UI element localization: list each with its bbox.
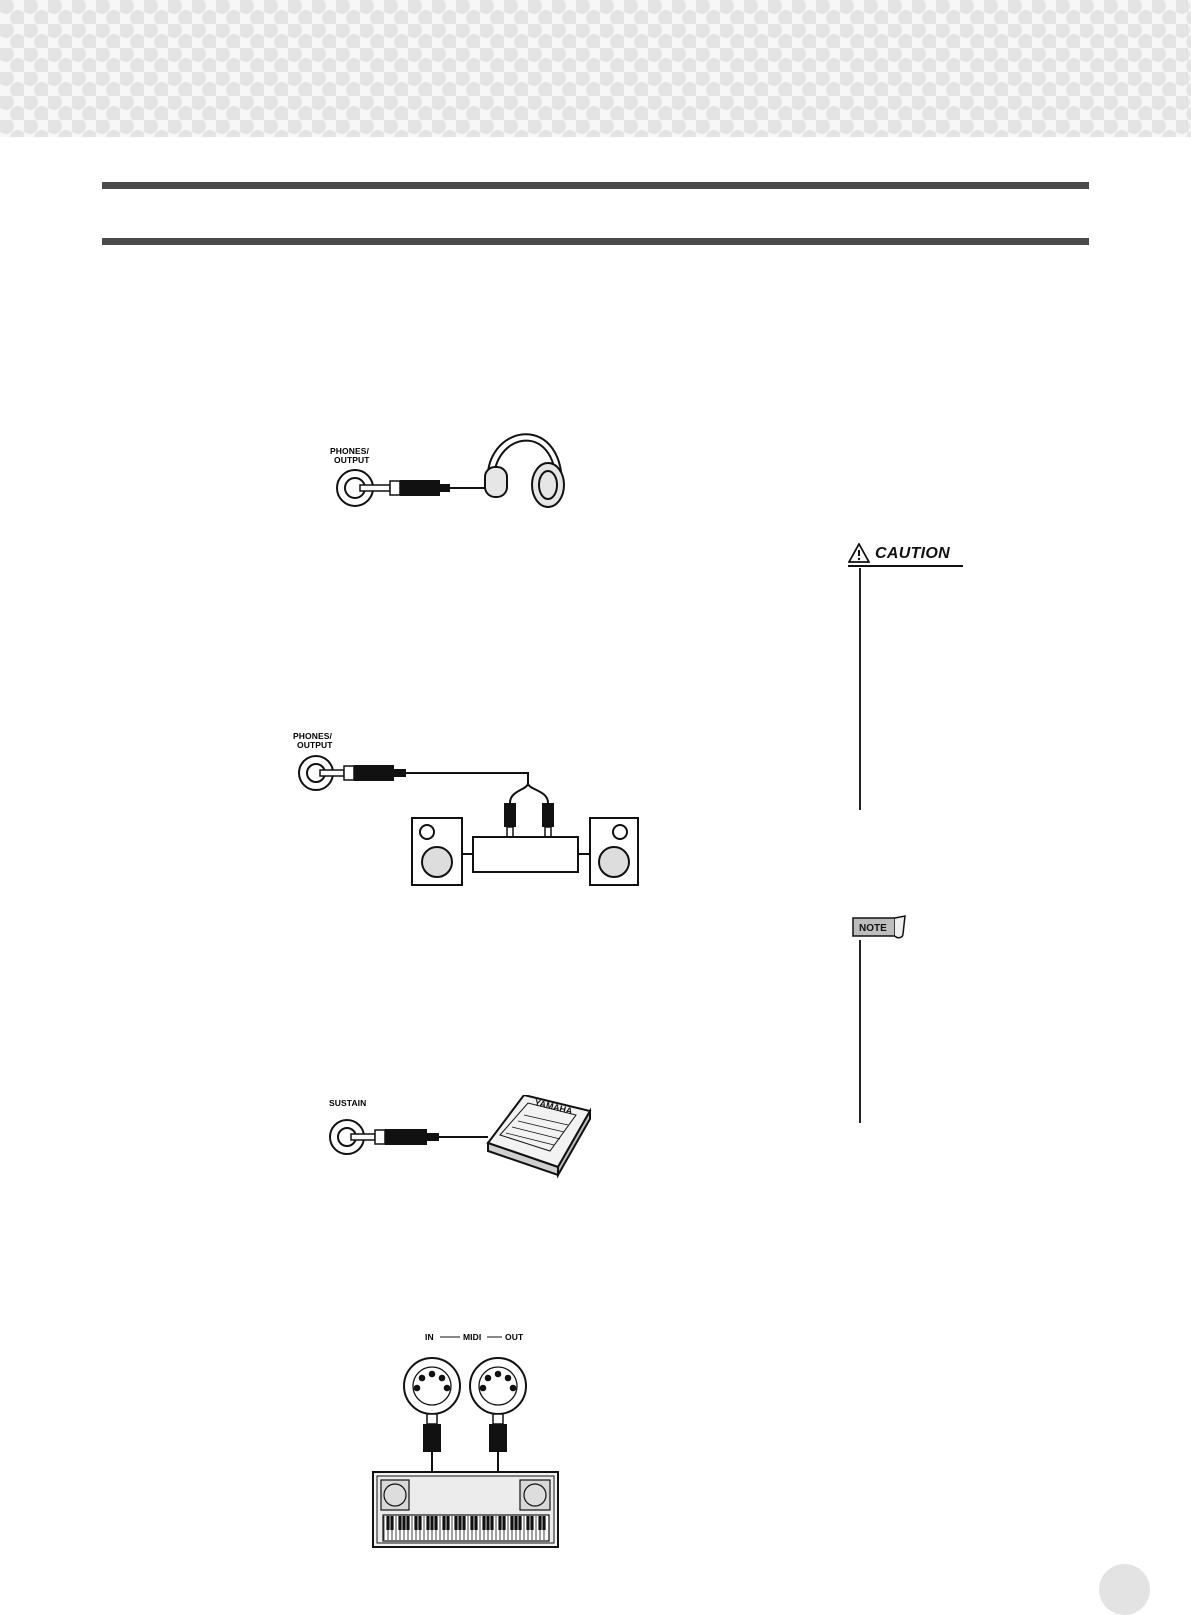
caution-margin-line (859, 568, 861, 810)
phones-output-label-line2: OUTPUT (334, 455, 370, 465)
phone-plug-icon (319, 765, 406, 781)
keyboard-instrument-icon (372, 1471, 559, 1548)
sustain-pedal-connection-figure: SUSTAIN YAMAHA (329, 1095, 592, 1179)
phones-output-label-line2: OUTPUT (297, 740, 333, 750)
header-dot-pattern (0, 0, 1191, 137)
section-title-rule-top (102, 182, 1089, 189)
section-title-rule-bottom (102, 238, 1089, 245)
phones-output-label-line1: PHONES/ (293, 731, 332, 741)
page-number-badge (1099, 1564, 1150, 1615)
phone-plug-icon (359, 480, 450, 496)
warning-triangle-icon (848, 543, 870, 563)
midi-plug-in-icon (423, 1413, 441, 1472)
note-label: NOTE (859, 923, 887, 934)
sustain-jack-label: SUSTAIN (329, 1098, 366, 1108)
rca-plug-right-icon (542, 803, 554, 838)
midi-label: MIDI (463, 1332, 481, 1342)
caution-underline (848, 565, 963, 567)
footswitch-pedal-icon: YAMAHA (486, 1095, 592, 1179)
amplifier-icon (462, 836, 590, 873)
midi-in-port-icon (403, 1357, 461, 1415)
midi-connection-figure: IN MIDI OUT (372, 1332, 559, 1548)
caution-label: CAUTION (875, 545, 950, 562)
note-margin-line (859, 940, 861, 1123)
phones-output-label-line1: PHONES/ (330, 446, 369, 456)
midi-out-port-icon (469, 1357, 527, 1415)
rca-plug-left-icon (504, 803, 516, 838)
headphones-icon (484, 433, 565, 508)
note-tab-icon: NOTE (852, 915, 906, 939)
midi-in-label: IN (425, 1332, 434, 1342)
phone-plug-icon (350, 1129, 439, 1145)
midi-out-label: OUT (505, 1332, 524, 1342)
y-split-cable (406, 772, 549, 804)
speaker-right-icon (589, 817, 639, 886)
stereo-system-connection-figure: PHONES/ OUTPUT (293, 731, 639, 886)
headphones-connection-figure: PHONES/ OUTPUT (330, 433, 565, 508)
caution-heading: CAUTION (848, 543, 964, 567)
speaker-left-icon (411, 817, 463, 886)
midi-plug-out-icon (489, 1413, 507, 1472)
